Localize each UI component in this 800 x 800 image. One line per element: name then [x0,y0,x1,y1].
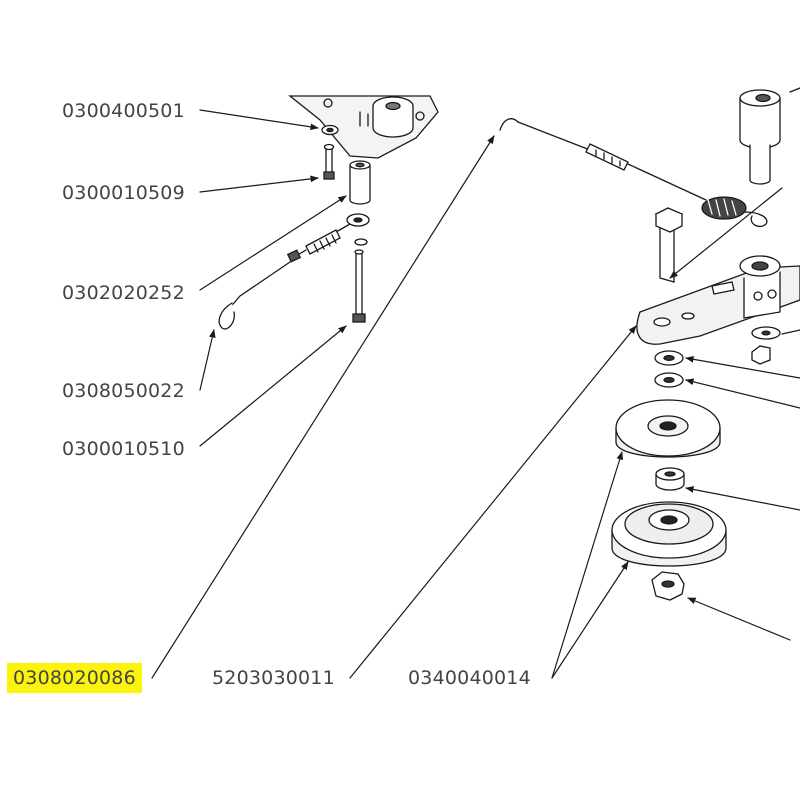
rod-end-0302020252 [218,213,370,330]
left-bracket-plate [288,95,439,159]
small-washers-right [751,326,781,365]
spacer-tube [349,160,371,205]
spacer-middle [655,467,685,491]
bolt-0300010509 [323,143,335,180]
washer-0300400501 [321,124,339,136]
upper-pulley [615,399,721,458]
idler-arm-plate [636,255,800,345]
washers-stack [654,350,684,388]
part-number-label: 0340040014 [408,667,531,689]
part-number-label: 0308050022 [62,380,185,402]
bolt-0300010510 [352,249,366,323]
part-number-label: 0300010510 [62,438,185,460]
part-number-label: 0300400501 [62,100,185,122]
lower-pulley [611,501,727,567]
top-post [739,87,800,185]
part-number-label: 0302020252 [62,282,185,304]
hex-nut-bottom [651,571,685,601]
cable-5203030011 [499,118,768,228]
part-number-label: 0300010509 [62,182,185,204]
highlighted-part-number-label: 0308020086 [7,663,142,693]
part-number-label: 5203030011 [212,667,335,689]
vertical-bolt [654,207,684,283]
leader-lines [151,109,800,679]
